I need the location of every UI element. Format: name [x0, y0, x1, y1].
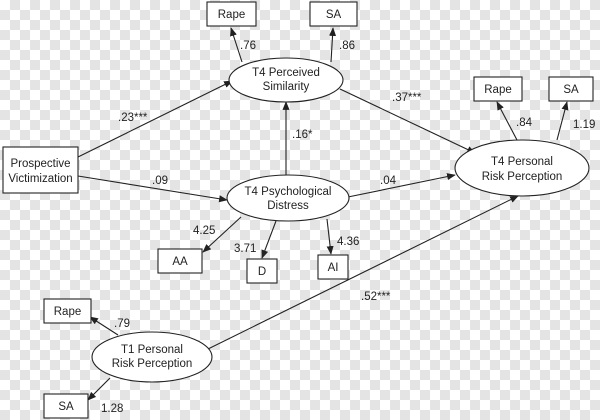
node-prospective-victimization: Prospective Victimization — [2, 146, 79, 194]
svg-text:Distress: Distress — [267, 200, 309, 212]
node-t4-perceived-similarity: T4 Perceived Similarity — [228, 57, 344, 103]
edge-prospective-perceived — [77, 80, 233, 158]
svg-text:Rape: Rape — [484, 84, 512, 96]
coef-perceived-t4personal: .37*** — [392, 92, 422, 104]
node-sa-bottom: SA — [43, 393, 89, 419]
edge-psych-d — [261, 220, 277, 259]
edge-t4personal-sa — [556, 101, 569, 141]
coef-t4personal-rape: .84 — [516, 117, 533, 129]
coef-perceived-sa: .86 — [339, 40, 355, 52]
node-d: D — [246, 258, 278, 284]
edge-psych-t4personal — [347, 173, 456, 198]
edge-perceived-sa — [329, 27, 337, 63]
svg-text:Similarity: Similarity — [263, 81, 310, 93]
svg-text:Risk Perception: Risk Perception — [112, 358, 193, 370]
svg-text:T1 Personal: T1 Personal — [121, 344, 183, 356]
coef-psych-ai: 4.36 — [337, 236, 359, 248]
edge-psych-aa — [202, 216, 242, 253]
edge-t1-sa — [87, 377, 111, 401]
svg-text:Prospective: Prospective — [10, 158, 70, 170]
svg-text:T4 Personal: T4 Personal — [491, 156, 553, 168]
coef-t1-sa: 1.28 — [101, 403, 123, 415]
coef-psych-aa: 4.25 — [193, 225, 215, 237]
edge-psych-ai — [326, 218, 334, 255]
node-rape-top: Rape — [206, 1, 257, 27]
coef-psych-d: 3.71 — [234, 243, 256, 255]
coef-t4personal-sa: 1.19 — [573, 119, 595, 131]
svg-text:T4 Psychological: T4 Psychological — [245, 186, 332, 198]
edge-t4personal-rape — [496, 101, 518, 141]
svg-text:AI: AI — [328, 262, 339, 274]
node-aa: AA — [157, 248, 203, 274]
svg-text:Risk Perception: Risk Perception — [482, 171, 563, 183]
svg-text:SA: SA — [58, 401, 74, 413]
edge-t1-t4personal — [207, 195, 519, 350]
node-ai: AI — [317, 254, 349, 280]
edges — [77, 27, 569, 401]
coef-prospective-psych: .09 — [152, 175, 168, 187]
svg-text:Rape: Rape — [54, 306, 82, 318]
coef-perceived-rape: .76 — [240, 40, 256, 52]
node-sa-right: SA — [548, 76, 594, 102]
svg-text:T4 Perceived: T4 Perceived — [252, 67, 320, 79]
coef-psych-perceived: .16* — [292, 129, 313, 141]
svg-text:SA: SA — [563, 84, 579, 96]
coef-psych-t4personal: .04 — [380, 175, 397, 187]
node-t1-personal-risk-perception: T1 Personal Risk Perception — [91, 331, 213, 383]
node-rape-bottom: Rape — [43, 298, 92, 324]
node-t4-psychological-distress: T4 Psychological Distress — [226, 174, 350, 222]
svg-text:Victimization: Victimization — [8, 173, 72, 185]
coef-t1-t4personal: .52*** — [361, 291, 391, 303]
svg-text:SA: SA — [326, 9, 342, 21]
coefficient-labels: .76 .86 .23*** .37*** .84 1.19 .16* .09 … — [101, 40, 595, 415]
node-rape-right: Rape — [473, 76, 523, 102]
edge-perceived-t4personal — [339, 88, 476, 154]
svg-text:AA: AA — [172, 256, 188, 268]
node-sa-top: SA — [309, 1, 358, 27]
coef-prospective-perceived: .23*** — [118, 112, 148, 124]
edge-perceived-rape — [230, 27, 243, 63]
node-t4-personal-risk-perception: T4 Personal Risk Perception — [454, 139, 590, 197]
svg-text:Rape: Rape — [218, 9, 246, 21]
edge-t1-rape — [89, 316, 119, 336]
svg-text:D: D — [258, 266, 266, 278]
coef-t1-rape: .79 — [114, 318, 130, 330]
edge-prospective-psych — [77, 175, 228, 203]
